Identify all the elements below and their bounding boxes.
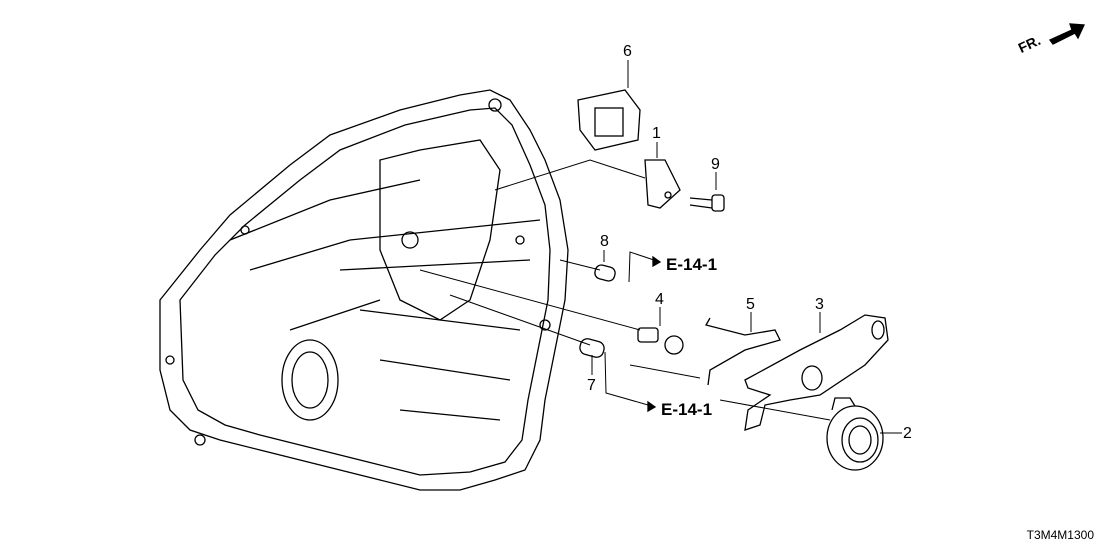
part-7-dowel	[579, 338, 605, 358]
part-1-plate	[644, 159, 681, 209]
reference-e-14-1-upper[interactable]: E-14-1	[666, 255, 718, 274]
part-6-boot	[577, 89, 641, 151]
part-4-pivot	[637, 327, 684, 355]
leader-lines	[419, 60, 902, 434]
part-5-spring-clip	[705, 317, 781, 386]
callout-7: 7	[587, 377, 596, 394]
callout-6: 6	[623, 43, 632, 60]
callout-9: 9	[711, 156, 720, 173]
callout-2: 2	[903, 425, 912, 442]
callout-4: 4	[655, 291, 664, 308]
callout-5: 5	[746, 296, 755, 313]
part-9-bolt	[689, 194, 725, 212]
callout-3: 3	[815, 296, 824, 313]
part-8-dowel	[594, 264, 616, 282]
part-3-release-fork	[744, 314, 889, 431]
callout-1: 1	[652, 125, 661, 142]
diagram-code: T3M4M1300	[1026, 528, 1094, 542]
callout-8: 8	[600, 233, 609, 250]
reference-e-14-1-lower[interactable]: E-14-1	[661, 400, 713, 419]
reference-arrows	[647, 255, 662, 413]
front-direction-arrow	[1048, 23, 1085, 45]
part-2-release-bearing	[826, 397, 884, 471]
transmission-case	[159, 89, 569, 491]
